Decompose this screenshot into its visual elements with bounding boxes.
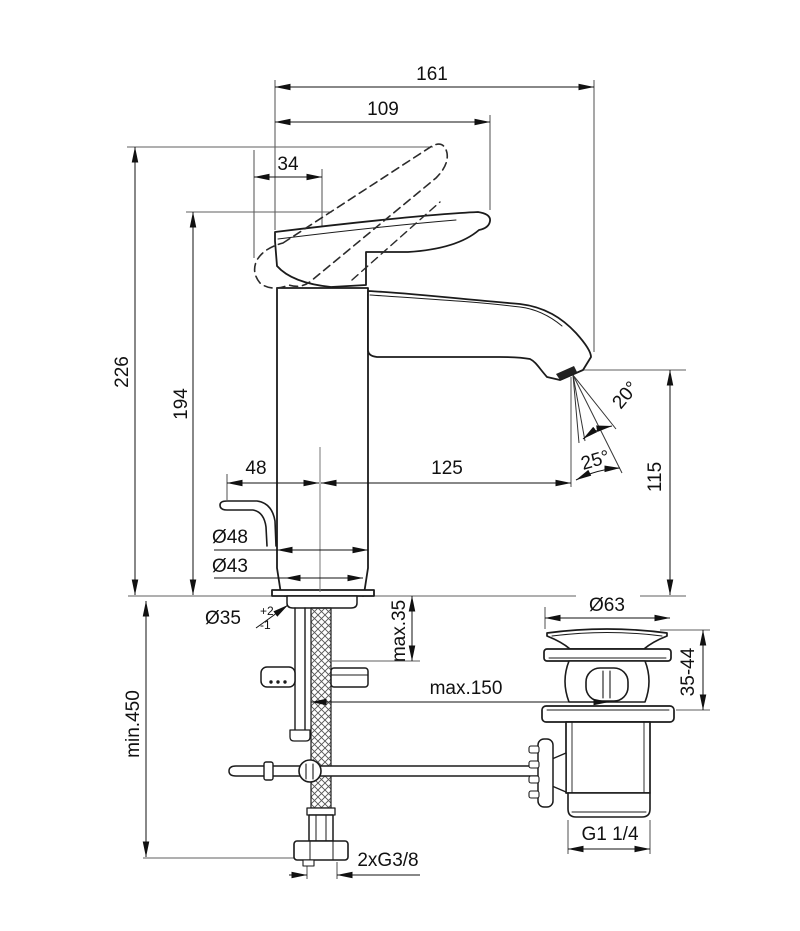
dim-handle-width-label: 34 [277,154,299,175]
dimension-lines [131,83,707,879]
mounting-clamp-right [330,667,369,688]
object-lines [219,143,675,867]
faucet-spout [367,290,592,381]
stream-line [572,374,586,442]
waste-body-inner-lines [571,721,645,794]
waste-flange-upper [543,648,672,662]
dim-overall-length-label: 161 [416,64,448,85]
dim-handle-angle-label: 20° [609,378,644,414]
spout-highlight-line [369,294,563,327]
raised-lever-inner-dashed [351,201,441,281]
dim-waste-height-label: 35-44 [678,647,699,696]
waste-flange-lower [541,705,675,723]
dim-handle-height-label: 194 [171,388,192,420]
dim-waste-thread-label: G1 1/4 [581,824,638,845]
dim-waste-flange-label: Ø63 [589,595,625,616]
raised-lever-dashed [253,143,449,289]
hose-connection-nut [293,840,349,861]
dim-handle-angle-arc [582,425,613,440]
hose-ferrule [306,807,336,816]
stream-line [572,374,580,444]
rod-ball-joint [298,759,322,783]
stream-line [572,374,617,430]
dim-max-pivot-label: max.150 [430,678,503,699]
dim-base-diameter-label: Ø43 [212,556,248,577]
hose-fitting-hex [308,814,334,842]
clamp-rib [528,760,540,769]
dim-outlet-angle-arc [575,465,621,481]
clamp-rib [528,745,540,754]
stud-foot [289,729,311,742]
clamp-dot [276,680,280,684]
dim-overall-height-label: 226 [112,356,133,388]
hex-flat-lines [315,814,327,842]
rod-collar [263,761,274,781]
clamp-dot [283,680,287,684]
mounting-clamp-left [260,666,296,688]
pop-up-rod [228,765,541,777]
lever-inner-line [277,219,457,240]
stream-line [572,374,623,474]
waste-pivot-eye [585,667,629,702]
lever-handle [274,211,491,288]
pivot-eye-slot [602,670,611,699]
waste-pivot-cone [551,752,567,793]
mounting-stud [294,607,306,731]
dim-outlet-angle-label: 25° [579,447,612,475]
dim-hole-tol-plus-label: +2 [260,604,274,618]
dim-body-diameter-label: Ø48 [212,527,248,548]
nut-flat-lines [309,840,334,861]
dim-outlet-height-label: 115 [645,462,666,492]
waste-tailpiece [567,792,651,818]
waste-rod-clamp [537,738,554,808]
dim-hole-tol-minus-label: -1 [260,618,271,632]
dimension-labels: 161 109 34 226 194 min.450 48 125 115 20… [112,64,699,871]
faucet-body [276,287,369,595]
base-gasket [286,595,358,609]
clamp-rib [528,775,540,784]
waste-body [565,721,651,794]
waste-plug-rim-line [551,632,663,637]
dim-max-deck-label: max.35 [389,600,410,662]
base-plate [271,589,375,597]
dim-spout-top-length-label: 109 [367,99,399,120]
nut-tab [302,859,315,867]
aerator-outlet [556,366,577,380]
dim-supply-thread-label: 2xG3/8 [357,850,418,871]
dim-rear-offset-label: 48 [245,458,266,479]
clamp-rib [528,790,540,799]
dim-hole-diameter-leader [255,604,289,629]
dim-spout-reach-label: 125 [431,458,463,479]
dim-hole-diameter-label: Ø35 [205,608,241,629]
pull-rod-hook [219,500,277,547]
ball-joint-slot [305,763,314,780]
dim-min-clearance-label: min.450 [123,690,144,758]
clamp-dot [269,680,273,684]
